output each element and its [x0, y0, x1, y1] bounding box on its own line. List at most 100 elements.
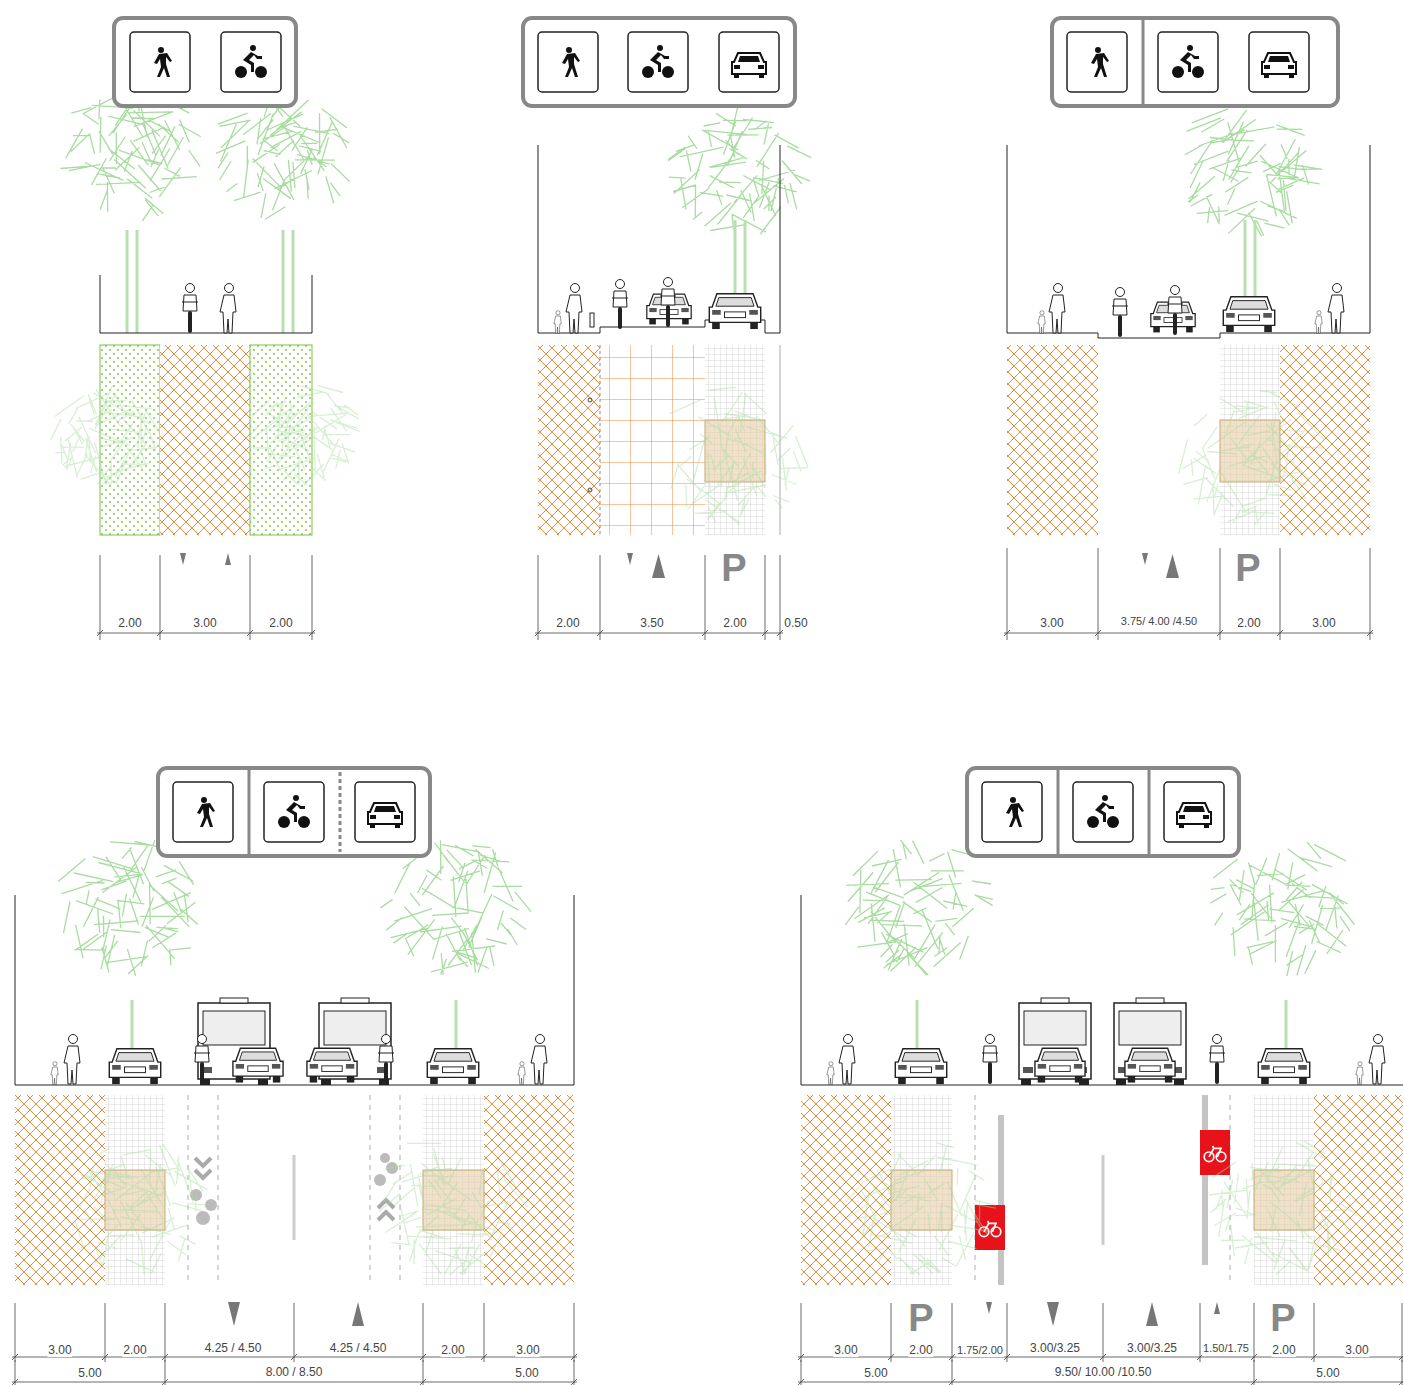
dimension-label: 3.00 [1311, 616, 1336, 630]
tree-scribble [846, 1143, 996, 1275]
plan-strips [15, 345, 1403, 1285]
dimension-stroke [291, 1354, 297, 1360]
dimension-stroke [484, 1303, 485, 1362]
dimension-stroke [1007, 1303, 1008, 1362]
dimension-stroke [1311, 1354, 1317, 1360]
dimension-stroke [1103, 1303, 1104, 1362]
tree-scribble [380, 840, 531, 975]
dimension-label: 1.50/1.75 [1202, 1341, 1250, 1355]
dimension-stroke [801, 1303, 802, 1362]
dimension-stroke [1314, 1303, 1315, 1362]
dimension-stroke [574, 1303, 575, 1362]
tree-scribble [60, 91, 200, 221]
parking-mark: P [1234, 548, 1261, 588]
dimension-label: 9.50/ 10.00 /10.50 [1054, 1365, 1153, 1379]
dimension-label: 2.00 [1236, 616, 1261, 630]
dimension-stroke [798, 1354, 804, 1360]
tree-scribble [845, 840, 993, 975]
dimension-stroke [12, 1379, 18, 1385]
dimension-label: 0.50 [783, 616, 808, 630]
dimension-label: 2.00 [117, 616, 142, 630]
dimension-label: 2.00 [122, 1343, 147, 1357]
dimension-stroke [1098, 548, 1099, 640]
dimension-stroke [1399, 1354, 1403, 1360]
dimension-label: 5.00 [77, 1366, 102, 1380]
dimension-stroke [162, 1354, 168, 1360]
dimension-label: 4.25 / 4.50 [204, 1341, 263, 1355]
road-markings [188, 1095, 1230, 1285]
dimension-label: 3.00 [192, 616, 217, 630]
tree-scribble [216, 91, 350, 220]
dimension-stroke [420, 1379, 426, 1385]
tree-scribble [668, 106, 811, 234]
dimension-stroke [765, 555, 766, 640]
dimension-stroke [597, 630, 603, 636]
dimension-stroke [1370, 548, 1371, 640]
dimension-stroke [1007, 548, 1008, 640]
section-elevations [15, 145, 1403, 1085]
dimension-label: 5.00 [1315, 1366, 1340, 1380]
dimension-stroke [538, 555, 539, 640]
dimension-stroke [1277, 630, 1283, 636]
dimension-stroke [1254, 1303, 1255, 1362]
tree-scribble [251, 385, 360, 485]
dimension-stroke [798, 1382, 1403, 1383]
dimension-stroke [1004, 630, 1010, 636]
dimension-label: 4.25 / 4.50 [329, 1341, 388, 1355]
dimension-stroke [420, 1354, 426, 1360]
tree-scribble [75, 1144, 210, 1274]
dimension-label: 3.00 [515, 1343, 540, 1357]
dimension-label: 3.00 [833, 1343, 858, 1357]
parking-mark: P [1269, 1298, 1296, 1338]
dimension-label: 2.00 [908, 1343, 933, 1357]
direction-arrows [180, 553, 1220, 1326]
dimension-stroke [247, 630, 253, 636]
dimension-stroke [160, 555, 161, 640]
dimension-label: 3.00 [1344, 1343, 1369, 1357]
dimension-stroke [1280, 548, 1281, 640]
dimension-stroke [1220, 548, 1221, 640]
dimension-stroke [97, 630, 103, 636]
dimension-label: 3.00 [1039, 616, 1064, 630]
dimension-stroke [105, 1303, 106, 1362]
dimension-stroke [312, 555, 313, 640]
dimension-label: 8.00 / 8.50 [265, 1365, 324, 1379]
dimension-stroke [762, 630, 768, 636]
dimension-label: 3.75/ 4.00 /4.50 [1120, 614, 1198, 628]
dimension-stroke [798, 1357, 1403, 1358]
dimension-stroke [162, 1379, 168, 1385]
dimension-stroke [294, 1303, 295, 1362]
dimension-stroke [888, 1354, 894, 1360]
dimension-stroke [535, 630, 541, 636]
dimension-label: 3.00/3.25 [1029, 1341, 1081, 1355]
dimension-stroke [157, 630, 163, 636]
dimension-stroke [165, 1303, 166, 1362]
dimension-stroke [15, 1303, 16, 1362]
dimension-stroke [100, 555, 101, 640]
tree-canopies [51, 91, 1359, 1276]
dimension-stroke [949, 1354, 955, 1360]
dimension-stroke [1402, 1303, 1403, 1362]
dimension-stroke [1251, 1379, 1257, 1385]
dimension-label: 5.00 [514, 1366, 539, 1380]
dimension-label: 2.00 [268, 616, 293, 630]
dimension-stroke [309, 630, 315, 636]
tree-scribble [1210, 842, 1354, 976]
dimension-label: 3.00 [47, 1343, 72, 1357]
tree-scribble [669, 387, 808, 525]
parking-mark: P [907, 1298, 934, 1338]
tree-scribble [58, 840, 198, 976]
tree-scribble [379, 1143, 528, 1275]
tree-scribble [51, 385, 160, 485]
dimension-stroke [952, 1303, 953, 1362]
parking-mark: P [720, 548, 747, 588]
dimension-stroke [1367, 630, 1373, 636]
dimension-label: 2.00 [1271, 1343, 1296, 1357]
dimension-stroke [1100, 1354, 1106, 1360]
dimension-stroke [102, 1354, 108, 1360]
dimension-stroke [1399, 1379, 1403, 1385]
dimension-stroke [1004, 633, 1373, 634]
dimension-stroke [705, 555, 706, 640]
